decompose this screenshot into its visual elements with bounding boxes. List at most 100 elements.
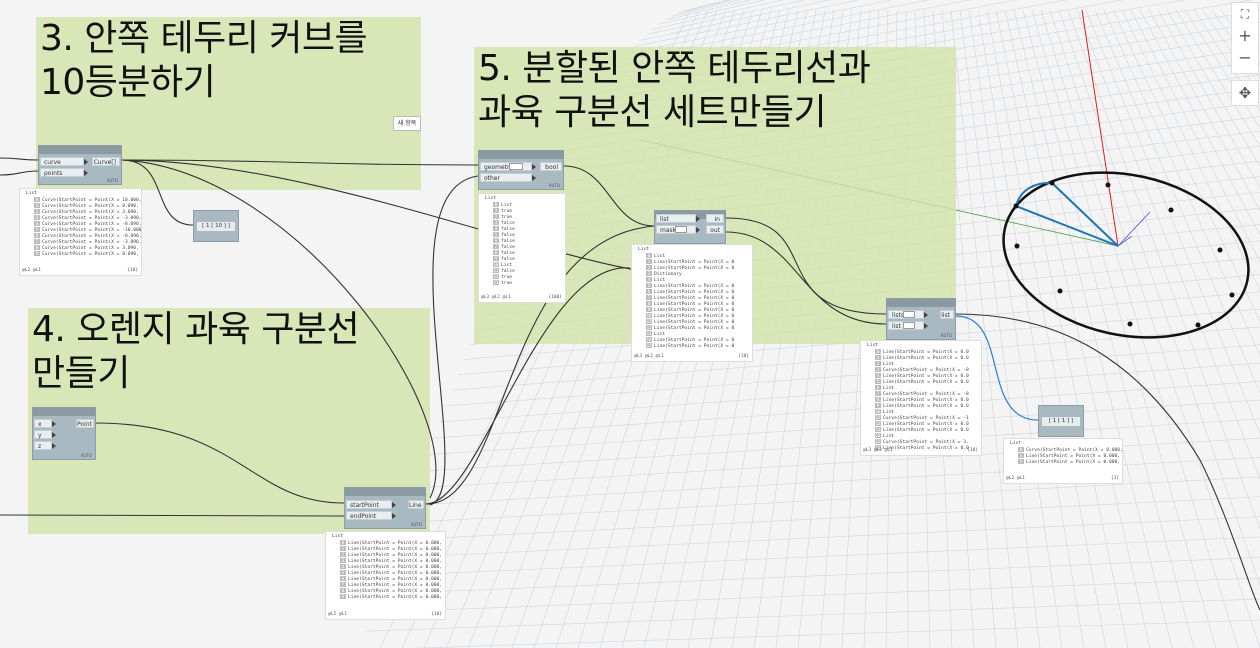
preview-footer: @L3 @L2 @L1{10} <box>863 448 978 453</box>
output-port-line[interactable]: Line <box>408 500 424 509</box>
preview-count: {10} <box>431 612 442 617</box>
pan-button[interactable]: ✥ <box>1231 80 1259 106</box>
row-index: 13 <box>646 331 652 336</box>
input-port-startpoint[interactable]: startPoint <box>346 500 396 509</box>
group-4-title: 4. 오렌지 과육 구분선 만들기 <box>32 309 360 394</box>
input-port-list[interactable]: list <box>656 214 700 223</box>
preview-levels: @L3 @L2 @L1 <box>481 295 511 300</box>
node-list-join[interactable]: lists list list AUTO <box>886 298 956 340</box>
row-index: 7 <box>340 582 346 587</box>
row-index: 3 <box>493 220 499 225</box>
input-port-x[interactable]: x <box>34 419 56 428</box>
row-index: 13 <box>875 427 881 432</box>
node-geometry-intersects[interactable]: geometry other bool AUTO <box>478 150 564 190</box>
row-index: 1 <box>646 259 652 264</box>
output-port-in[interactable]: in <box>706 214 724 223</box>
input-port-other[interactable]: other <box>480 173 536 182</box>
row-index: 6 <box>875 385 881 390</box>
preview-title: List <box>867 343 879 348</box>
node-filter-by-mask[interactable]: list mask in out <box>654 210 726 244</box>
row-index: 3 <box>34 215 40 220</box>
lists-input-field[interactable] <box>903 311 915 318</box>
grid-line <box>1139 9 1260 236</box>
node-point[interactable]: x y z Point AUTO <box>32 407 96 460</box>
row-value: Curve(StartPoint = Point(X = 10.000, <box>42 198 142 203</box>
zoom-out-button[interactable]: − <box>1238 48 1252 67</box>
row-index: 13 <box>493 280 499 285</box>
list-input-field[interactable] <box>903 322 915 329</box>
input-port-y[interactable]: y <box>34 430 56 439</box>
row-index: 2 <box>493 214 499 219</box>
row-index: 8 <box>646 301 652 306</box>
output-port-point[interactable]: Point <box>76 419 94 428</box>
row-index: 8 <box>493 250 499 255</box>
row-value: Curve(StartPoint = Point(X = -0 <box>883 368 969 373</box>
zoom-in-button[interactable]: + <box>1238 26 1252 45</box>
zoom-extents-button[interactable]: ⛶ <box>1240 7 1250 21</box>
input-port-z[interactable]: z <box>34 441 56 450</box>
zoom-controls: ⛶ + − <box>1231 2 1259 74</box>
grid-line <box>659 0 766 25</box>
row-value: Line(StartPoint = Point(X = 0.000, Y <box>348 577 446 582</box>
row-value: List <box>883 362 895 367</box>
row-value: Line(StartPoint = Point(X = 0.0 <box>883 428 969 433</box>
run-button[interactable]: 새 항목 <box>393 116 421 131</box>
input-port-curve[interactable]: curve <box>40 157 88 166</box>
row-index: 1 <box>493 208 499 213</box>
output-port-out[interactable]: out <box>706 225 724 234</box>
row-index: 2 <box>340 552 346 557</box>
output-port-curves[interactable]: Curve[] <box>92 157 120 166</box>
row-value: List <box>654 254 666 259</box>
input-port-geometry[interactable]: geometry <box>480 162 536 171</box>
geometry-input-field[interactable] <box>509 163 523 170</box>
row-value: Curve(StartPoint = Point(X = -10.000, <box>42 228 142 233</box>
row-value: Curve(StartPoint = Point(X = 3.090, <box>42 210 139 215</box>
grid-line <box>628 0 893 54</box>
watch-node-2[interactable]: [ 1 [ 1 ] ] <box>1038 405 1084 437</box>
row-value: Dictionary <box>654 272 682 277</box>
grid-line <box>1049 9 1260 648</box>
input-port-endpoint[interactable]: endPoint <box>346 511 396 520</box>
row-value: Line(StartPoint = Point(X = 0 <box>654 260 735 265</box>
row-index: 1 <box>34 203 40 208</box>
input-port-points[interactable]: points <box>40 168 88 177</box>
grid-line <box>390 516 1260 559</box>
row-value: Line(StartPoint = Point(X = 0.0 <box>883 356 969 361</box>
row-index: 11 <box>875 415 881 420</box>
output-port-bool[interactable]: bool <box>540 162 562 171</box>
preview-footer: @L3 @L2 @L1{100} <box>481 295 562 300</box>
row-value: List <box>654 278 666 283</box>
node-line-by-points[interactable]: startPoint endPoint Line AUTO <box>344 487 426 529</box>
preview-levels: @L3 @L2 @L1 <box>863 448 893 453</box>
row-value: Line(StartPoint = Point(X = 0.0 <box>883 350 969 355</box>
row-value: Curve(StartPoint = Point(X = 8.090, <box>42 204 139 209</box>
row-index: 5 <box>340 570 346 575</box>
mask-input-field[interactable] <box>675 226 687 233</box>
row-index: 5 <box>875 379 881 384</box>
row-value: Line(StartPoint = Point(X = 0 <box>654 320 735 325</box>
output-port-list[interactable]: list <box>940 310 954 319</box>
row-value: Line(StartPoint = Point(X = 0 <box>654 326 735 331</box>
node-header <box>39 146 121 154</box>
lacing-label: AUTO <box>410 522 422 527</box>
row-value: Curve(StartPoint = Point(X = -1 <box>883 416 969 421</box>
watch-node-1[interactable]: [ 1 [ 10 ] ] <box>193 210 239 242</box>
node-curve-divide[interactable]: curve points Curve[] AUTO <box>38 145 122 185</box>
row-index: 6 <box>646 289 652 294</box>
